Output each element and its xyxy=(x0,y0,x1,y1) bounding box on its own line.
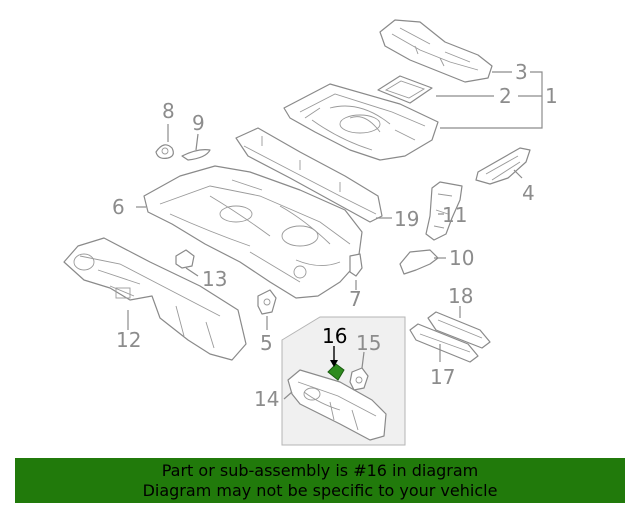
part-4-bracket[interactable] xyxy=(475,147,531,185)
part-18-rail[interactable] xyxy=(427,311,491,349)
part-12-dash-panel[interactable] xyxy=(63,237,247,361)
callout-13[interactable]: 13 xyxy=(202,267,227,291)
part-10-bracket[interactable] xyxy=(399,249,439,275)
callout-6[interactable]: 6 xyxy=(112,195,125,219)
callout-19[interactable]: 19 xyxy=(394,207,419,231)
callout-labels: 1 2 3 4 5 6 7 8 9 10 11 12 13 14 16 15 1… xyxy=(112,60,558,411)
part-16-highlighted[interactable] xyxy=(327,363,345,381)
callout-17[interactable]: 17 xyxy=(430,365,455,389)
banner-line-2: Diagram may not be specific to your vehi… xyxy=(142,480,498,500)
callout-16[interactable]: 16 xyxy=(322,324,347,348)
callout-8[interactable]: 8 xyxy=(162,99,175,123)
info-banner: Part or sub-assembly is #16 in diagram D… xyxy=(15,458,625,503)
part-6-main-floor[interactable] xyxy=(143,165,363,299)
callout-10[interactable]: 10 xyxy=(449,246,474,270)
leader-lines xyxy=(127,71,543,400)
callout-11[interactable]: 11 xyxy=(442,203,467,227)
part-13-bracket[interactable] xyxy=(175,249,195,269)
part-19-crossmember[interactable] xyxy=(235,127,383,223)
callout-4[interactable]: 4 xyxy=(522,181,535,205)
part-3-rear-shelf[interactable] xyxy=(379,19,493,83)
callout-18[interactable]: 18 xyxy=(448,284,473,308)
callout-9[interactable]: 9 xyxy=(192,111,205,135)
part-9-pad[interactable] xyxy=(181,149,211,161)
part-7-clip[interactable] xyxy=(349,253,363,277)
part-11-pillar[interactable] xyxy=(425,181,463,241)
callout-3[interactable]: 3 xyxy=(515,60,528,84)
part-1-rear-floor[interactable] xyxy=(283,83,439,161)
callout-7[interactable]: 7 xyxy=(349,287,362,311)
part-2-panel[interactable] xyxy=(377,75,433,104)
part-17-rail[interactable] xyxy=(409,323,479,363)
callout-1[interactable]: 1 xyxy=(545,84,558,108)
part-5-bracket[interactable] xyxy=(257,289,277,315)
part-8-clip[interactable] xyxy=(155,144,174,159)
callout-14[interactable]: 14 xyxy=(254,387,279,411)
callout-12[interactable]: 12 xyxy=(116,328,141,352)
banner-line-1: Part or sub-assembly is #16 in diagram xyxy=(161,460,479,480)
callout-2[interactable]: 2 xyxy=(499,84,512,108)
callout-15[interactable]: 15 xyxy=(356,331,381,355)
part-14-crossmember[interactable] xyxy=(287,369,387,441)
callout-5[interactable]: 5 xyxy=(260,331,273,355)
